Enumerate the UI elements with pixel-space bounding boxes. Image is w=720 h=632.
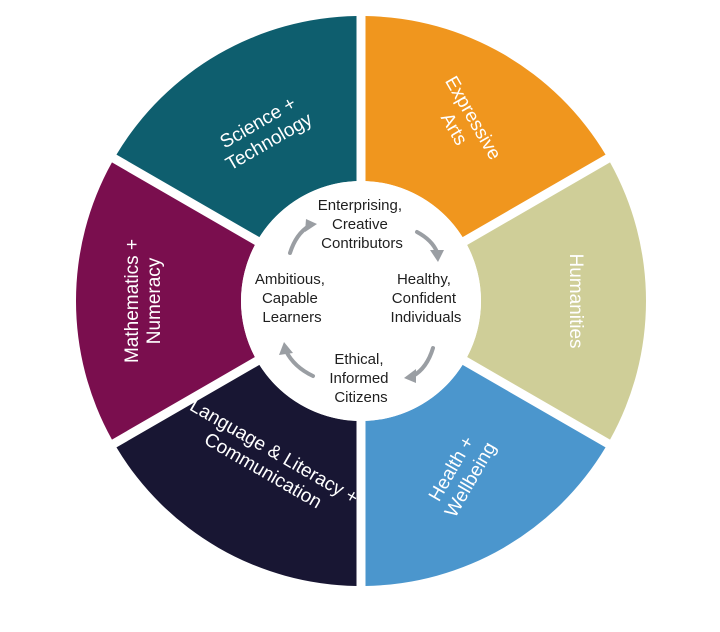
center-text-top: Enterprising, Creative Contributors (318, 197, 406, 252)
segment-label-line: Mathematics + (122, 239, 143, 363)
segment-label-line: Numeracy (144, 257, 165, 344)
arrow-bottom-right-head (404, 369, 416, 383)
arrow-bottom-left-head (279, 342, 293, 355)
cycle-arrows (279, 219, 444, 383)
center-text-left: Ambitious, Capable Learners (255, 271, 329, 326)
segment-label-line: Humanities (565, 253, 586, 348)
segment-label-mathematics-numeracy: Mathematics +Numeracy (122, 239, 165, 363)
segment-science-technology (116, 16, 357, 238)
segment-language-literacy (116, 364, 357, 586)
segment-health-wellbeing (365, 364, 606, 586)
arrow-top-right-head (430, 250, 444, 262)
center-text-bottom: Ethical, Informed Citizens (329, 351, 392, 406)
segment-label-humanities: Humanities (565, 253, 586, 348)
center-text-right: Healthy, Confident Individuals (391, 271, 462, 326)
arrow-top-left-head (305, 219, 317, 232)
wheel-segments (75, 16, 646, 586)
segment-humanities (467, 162, 646, 440)
center-circle (241, 181, 481, 421)
segment-mathematics-numeracy (75, 162, 255, 440)
segment-expressive-arts (365, 16, 606, 238)
